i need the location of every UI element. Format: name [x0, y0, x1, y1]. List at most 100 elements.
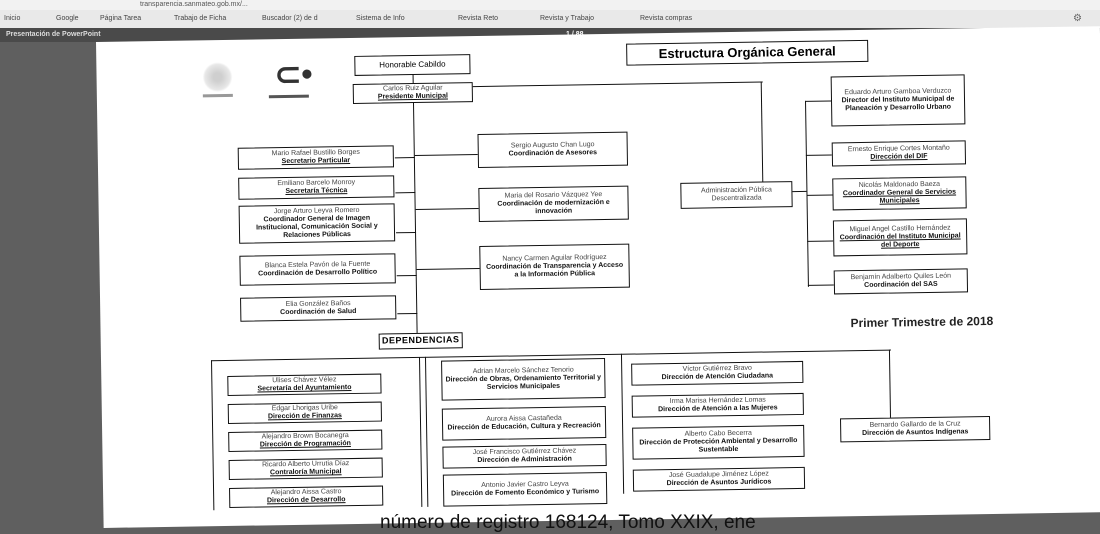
bookmark-item[interactable]: Google: [56, 15, 79, 22]
position-title: Dirección de Desarrollo: [266, 496, 346, 505]
dependency-box[interactable]: Alejandro Aissa Castro Dirección de Desa…: [229, 485, 384, 508]
org-box-right[interactable]: Benjamín Adalberto Quiles León Coordinac…: [833, 268, 969, 295]
org-box-left[interactable]: Blanca Estela Pavón de la Fuente Coordin…: [239, 253, 396, 286]
dependency-box[interactable]: Bernardo Gallardo de la Cruz Dirección d…: [840, 416, 991, 443]
connector-line: [415, 208, 479, 211]
connector-line: [472, 81, 763, 88]
position-title: Dirección de Fomento Económico y Turismo: [451, 488, 600, 498]
dependency-box[interactable]: Adrian Marcelo Sánchez Tenorio Dirección…: [441, 358, 606, 401]
org-box-cabildo[interactable]: Honorable Cabildo: [354, 54, 471, 76]
position-title: Dirección de Protección Ambiental y Desa…: [639, 437, 798, 454]
connector-line: [394, 157, 415, 159]
connector-line: [414, 154, 478, 157]
position-title: Coordinación de modernización e innovaci…: [497, 198, 610, 216]
connector-line: [395, 192, 416, 194]
dependency-box[interactable]: José Guadalupe Jiménez López Dirección d…: [632, 466, 806, 492]
connector-line: [396, 274, 417, 277]
dependency-box[interactable]: Ricardo Alberto Urrutia Díaz Contraloría…: [228, 457, 383, 480]
position-title: Director del Instituto Municipal de Plan…: [841, 95, 955, 113]
position-title: Dirección de Finanzas: [267, 412, 342, 421]
dependency-box[interactable]: Edgar Lhorigas Uribe Dirección de Finanz…: [227, 401, 382, 424]
org-box-middle[interactable]: Nancy Carmen Aguilar Rodríguez Coordinac…: [479, 243, 630, 290]
connector-line: [418, 356, 423, 507]
position-title: Secretaría Técnica: [285, 187, 348, 196]
dependency-box[interactable]: Ulises Chávez Vélez Secretaría del Ayunt…: [227, 373, 382, 396]
position-title: Dirección de Administración: [477, 455, 572, 465]
connector-line: [792, 190, 807, 193]
position-title: Coordinación de Transparencia y Acceso a…: [485, 261, 624, 279]
position-title: Dirección de Asuntos Indígenas: [862, 428, 969, 438]
org-box-right[interactable]: Ernesto Enrique Cortes Montaño Dirección…: [831, 140, 967, 167]
position-title: Dirección de Obras, Ordenamiento Territo…: [445, 374, 602, 391]
connector-line: [807, 284, 834, 287]
bookmark-item[interactable]: Página Tarea: [100, 15, 142, 22]
position-title: Coordinación del Instituto Municipal del…: [839, 232, 961, 249]
connector-line: [424, 356, 429, 507]
bookmark-item[interactable]: Trabajo de Ficha: [174, 15, 227, 22]
org-box-left[interactable]: Jorge Arturo Leyva Romero Coordinador Ge…: [238, 203, 396, 244]
url-text[interactable]: transparencia.sanmateo.gob.mx/...: [140, 1, 248, 8]
org-box-left[interactable]: Mario Rafael Bustillo Borges Secretario …: [237, 145, 395, 170]
position-title: Dirección de Atención Ciudadana: [661, 372, 774, 382]
connector-line: [211, 360, 215, 511]
position-title: Administración Pública Descentralizada: [700, 186, 772, 203]
dependency-box[interactable]: José Francisco Gutiérrez Chávez Direcció…: [442, 444, 607, 469]
page-title: Estructura Orgánica General: [626, 39, 869, 66]
position-title: Secretaría del Ayuntamiento: [257, 384, 352, 393]
period-label: Primer Trimestre de 2018: [850, 313, 994, 331]
dependency-box[interactable]: Alberto Cabo Becerra Dirección de Protec…: [632, 424, 805, 460]
connector-line: [805, 154, 832, 157]
dependency-box[interactable]: Antonio Javier Castro Leyva Dirección de…: [442, 472, 608, 507]
logo-caption: [268, 94, 309, 99]
position-title: Contraloría Municipal: [269, 468, 342, 477]
position-title: Dirección de Asuntos Jurídicos: [666, 478, 772, 488]
connector-line: [412, 103, 419, 336]
gear-icon[interactable]: ⚙: [1073, 13, 1082, 24]
connector-line: [397, 312, 418, 315]
connector-line: [888, 349, 892, 426]
dependency-box[interactable]: Víctor Gutiérrez Bravo Irma Marisa Herná…: [631, 392, 804, 418]
position-title: Presidente Municipal: [377, 92, 448, 101]
bookmark-item[interactable]: Buscador (2) de d: [262, 15, 318, 22]
org-box-right[interactable]: Nicolás Maldonado Baeza Coordinador Gene…: [832, 176, 967, 211]
address-bar[interactable]: transparencia.sanmateo.gob.mx/...: [0, 0, 1100, 10]
connector-line: [620, 353, 625, 494]
connector-line: [412, 75, 415, 84]
connector-line: [806, 194, 833, 197]
connector-line: [805, 100, 832, 103]
org-box-right[interactable]: Miguel Angel Castillo Hernández Coordina…: [832, 218, 968, 257]
bookmark-item[interactable]: Revista compras: [640, 15, 693, 22]
position-title: Dirección del DIF: [870, 152, 928, 161]
bookmark-item[interactable]: Revista y Trabajo: [540, 15, 595, 22]
bookmarks-bar: Inicio Google Página Tarea Trabajo de Fi…: [0, 10, 1100, 29]
position-title: Coordinador General de Servicios Municip…: [842, 188, 957, 205]
org-box-middle[interactable]: Maria del Rosario Vázquez Yee Coordinaci…: [478, 185, 629, 223]
dependency-box[interactable]: Alejandro Brown Bocanegra Dirección de P…: [228, 429, 383, 452]
dependency-box[interactable]: Víctor Gutiérrez Bravo Dirección de Aten…: [631, 360, 804, 386]
position-title: Secretario Particular: [281, 157, 351, 166]
scanned-document-text: número de registro 168124, Tomo XXIX, en…: [380, 512, 756, 533]
dependencias-header[interactable]: DEPENDENCIAS: [378, 332, 463, 350]
org-box-president[interactable]: Carlos Ruiz Aguilar Presidente Municipal: [352, 82, 473, 104]
position-title: Dirección de Atención a las Mujeres: [658, 404, 778, 414]
bookmark-item[interactable]: Revista Reto: [458, 15, 499, 22]
org-box-left[interactable]: Elia González Baños Coordinación de Salu…: [240, 295, 397, 322]
position-title: Coordinación de Salud: [280, 307, 357, 317]
slide-page: ⊂• Estructura Orgánica General Honorable…: [96, 26, 1100, 528]
connector-line: [416, 268, 480, 271]
org-box-left[interactable]: Emiliano Barcelo Monroy Secretaría Técni…: [238, 175, 395, 200]
position-title: Coordinación de Asesores: [508, 149, 598, 158]
position-title: Coordinación de Desarrollo Político: [258, 268, 378, 278]
connector-line: [807, 240, 834, 243]
position-title: Dirección de Educación, Cultura y Recrea…: [447, 422, 601, 432]
mexico-seal-icon: [202, 61, 233, 93]
org-box-right[interactable]: Eduardo Arturo Gamboa Verduzco Director …: [830, 74, 966, 127]
bookmark-item[interactable]: Sistema de Info: [356, 15, 405, 22]
dependency-box[interactable]: Aurora Aissa Castañeda Dirección de Educ…: [441, 406, 607, 441]
logo-caption: [202, 93, 233, 98]
org-box-admin-publica[interactable]: Administración Pública Descentralizada: [680, 181, 793, 209]
municipality-logo-icon: ⊂•: [274, 55, 313, 93]
position-title: Coordinación del SAS: [864, 280, 938, 289]
org-box-middle[interactable]: Sergio Augusto Chan Lugo Coordinación de…: [477, 131, 629, 169]
bookmark-item[interactable]: Inicio: [4, 15, 21, 22]
